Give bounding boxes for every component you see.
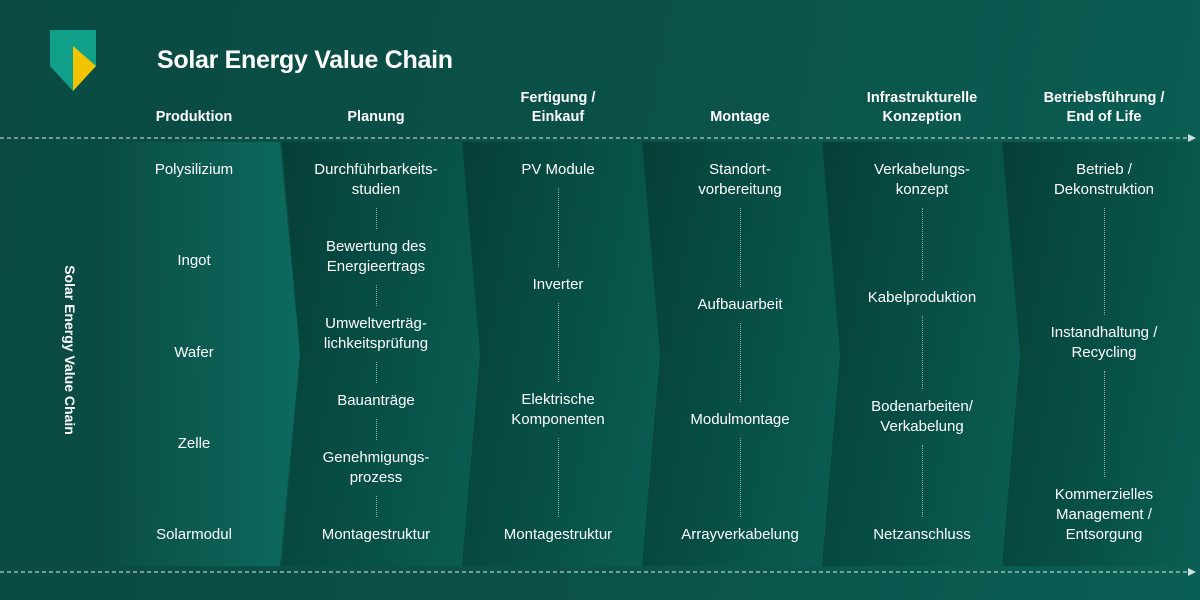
stage-item: Elektrische Komponenten	[511, 391, 605, 428]
dotted-connector	[375, 496, 377, 517]
dotted-connector	[194, 462, 195, 517]
dotted-connector	[194, 371, 195, 426]
stage-item: Polysilizium	[154, 161, 234, 178]
dotted-connector	[1103, 208, 1105, 315]
bottom-dashed-arrow	[0, 568, 1196, 576]
stage-header-label: Montage	[710, 109, 770, 125]
side-label: Solar Energy Value Chain	[62, 265, 78, 435]
stage-header-label: Betriebsführung / End of Life	[1043, 90, 1165, 125]
stage-item: Kommerzielles Management / Entsorgung	[1054, 486, 1154, 543]
stage-item: Arrayverkabelung	[681, 526, 799, 543]
stage-item: Modulmontage	[690, 411, 790, 428]
stage-item: Bewertung des Energieertrags	[325, 238, 427, 275]
stage-item: Netzanschluss	[873, 525, 971, 543]
dotted-connector	[375, 285, 377, 306]
dotted-connector	[375, 419, 377, 440]
dotted-connector	[921, 316, 923, 389]
dotted-connector	[194, 279, 195, 334]
stage-item: Betrieb / Dekonstruktion	[1053, 161, 1155, 198]
dotted-connector	[739, 208, 741, 287]
stage-header: Betriebsführung / End of Life	[1014, 87, 1194, 127]
dotted-connector	[921, 444, 923, 517]
chevron-band	[462, 142, 662, 566]
stage-item: Inverter	[532, 276, 584, 293]
stage-header: Fertigung / Einkauf	[468, 87, 648, 127]
chevron-band	[282, 142, 482, 566]
stage-header: Infrastrukturelle Konzeption	[832, 87, 1012, 127]
dotted-connector	[557, 438, 559, 517]
chevron-band	[1002, 142, 1200, 566]
dotted-connector	[557, 303, 559, 382]
stage-item: Bodenarbeiten/ Verkabelung	[871, 397, 973, 435]
stage-item: Durchführbarkeits- studien	[314, 161, 438, 198]
stage-item: Solarmodul	[156, 526, 232, 543]
stage-item: Instandhaltung / Recycling	[1050, 323, 1158, 361]
page-title: Solar Energy Value Chain	[157, 46, 453, 74]
dotted-connector	[557, 188, 559, 267]
stage-item: Umweltverträg- lichkeitsprüfung	[323, 315, 429, 352]
stage-item: PV Module	[521, 161, 595, 178]
stage-header-label: Produktion	[155, 109, 233, 125]
stage-header-label: Fertigung / Einkauf	[520, 90, 596, 125]
stage-header-label: Planung	[347, 109, 405, 125]
stage-item: Standort- vorbereitung	[698, 161, 782, 198]
stage-header-label: Infrastrukturelle Konzeption	[866, 90, 978, 125]
dotted-connector	[921, 208, 923, 281]
stage-item: Genehmigungs- prozess	[322, 449, 430, 486]
dotted-connector	[194, 188, 195, 243]
dotted-connector	[375, 362, 377, 383]
stage-item: Wafer	[174, 343, 214, 361]
stage-header: Produktion	[104, 87, 284, 127]
dotted-connector	[1103, 370, 1105, 477]
stage-item: Kabelproduktion	[867, 289, 977, 307]
top-dashed-arrow	[0, 134, 1196, 142]
stage-header: Montage	[650, 87, 830, 127]
chevron-band	[100, 142, 300, 566]
stage-item: Aufbauarbeit	[697, 296, 783, 313]
stage-header: Planung	[286, 87, 466, 127]
stage-item: Verkabelungs- konzept	[874, 161, 970, 198]
dotted-connector	[739, 438, 741, 517]
dotted-connector	[739, 323, 741, 402]
stage-item: Montagestruktur	[503, 526, 613, 543]
stage-item: Bauanträge	[337, 392, 415, 409]
stage-item: Zelle	[177, 434, 211, 452]
chevron-band	[642, 142, 842, 566]
stage-item: Montagestruktur	[321, 526, 431, 543]
logo-shield-icon	[50, 30, 96, 91]
dotted-connector	[375, 208, 377, 229]
stage-item: Ingot	[177, 252, 211, 270]
